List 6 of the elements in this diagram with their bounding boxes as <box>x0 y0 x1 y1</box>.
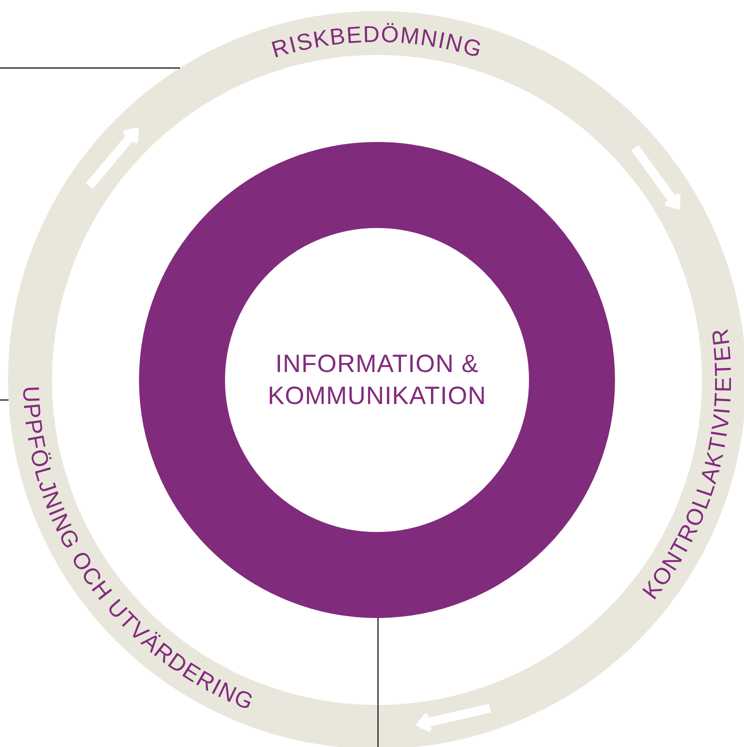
stage-label: RISKBEDÖMNING <box>268 20 486 63</box>
leader-line <box>377 618 379 747</box>
leader-line <box>0 67 180 69</box>
center-label: INFORMATION & KOMMUNIKATION <box>266 348 488 412</box>
cycle-ring <box>8 11 744 747</box>
leader-line <box>0 399 9 401</box>
